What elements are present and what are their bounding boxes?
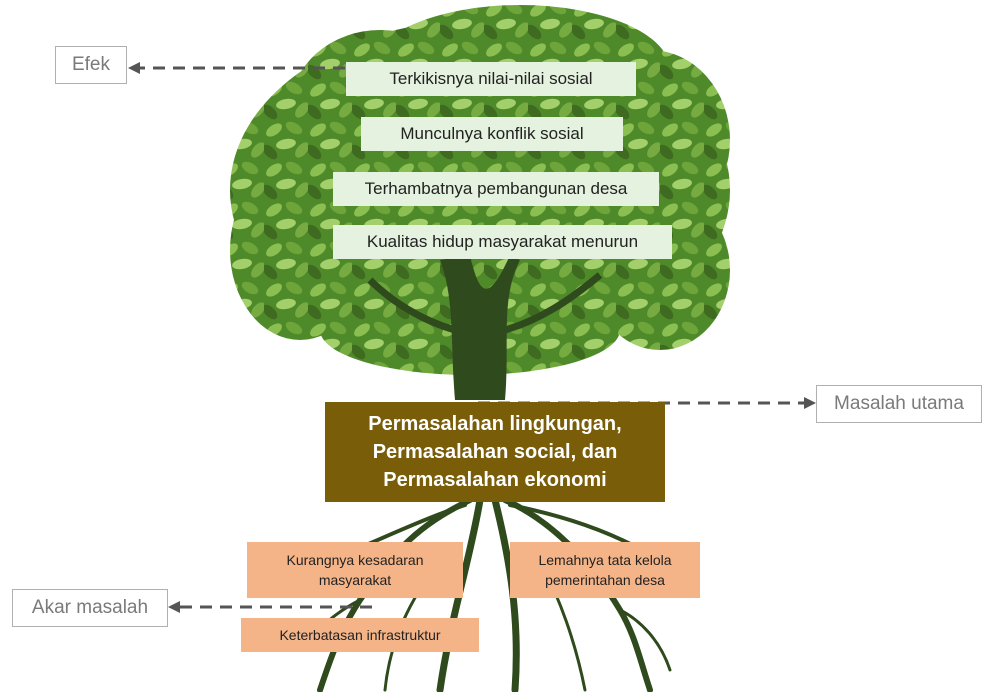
effect-box-4: Kualitas hidup masyarakat menurun — [333, 225, 672, 259]
effect-label: Efek — [55, 46, 127, 84]
effect-box-2: Munculnya konflik sosial — [361, 117, 623, 151]
root-box-left-line-1: Kurangnya kesadaran — [286, 552, 424, 568]
effect-box-1: Terkikisnya nilai-nilai sosial — [346, 62, 636, 96]
main-problem-line-1: Permasalahan lingkungan, — [368, 413, 622, 435]
effect-arrow — [128, 62, 345, 74]
tree-trunk — [367, 255, 603, 400]
main-problem-box: Permasalahan lingkungan, Permasalahan so… — [325, 402, 665, 502]
root-box-right: Lemahnya tata kelola pemerintahan desa — [510, 542, 700, 598]
root-box-left: Kurangnya kesadaran masyarakat — [247, 542, 463, 598]
root-box-right-line-2: pemerintahan desa — [545, 572, 665, 588]
effect-box-3: Terhambatnya pembangunan desa — [333, 172, 659, 206]
main-problem-line-2: Permasalahan social, dan — [372, 441, 618, 463]
root-box-left-line-2: masyarakat — [318, 572, 392, 588]
main-problem-label: Masalah utama — [816, 385, 982, 423]
main-problem-line-3: Permasalahan ekonomi — [383, 469, 607, 491]
root-cause-arrow — [168, 601, 372, 613]
root-box-bottom: Keterbatasan infrastruktur — [241, 618, 479, 652]
root-cause-label: Akar masalah — [12, 589, 168, 627]
root-box-right-line-1: Lemahnya tata kelola — [538, 552, 672, 568]
